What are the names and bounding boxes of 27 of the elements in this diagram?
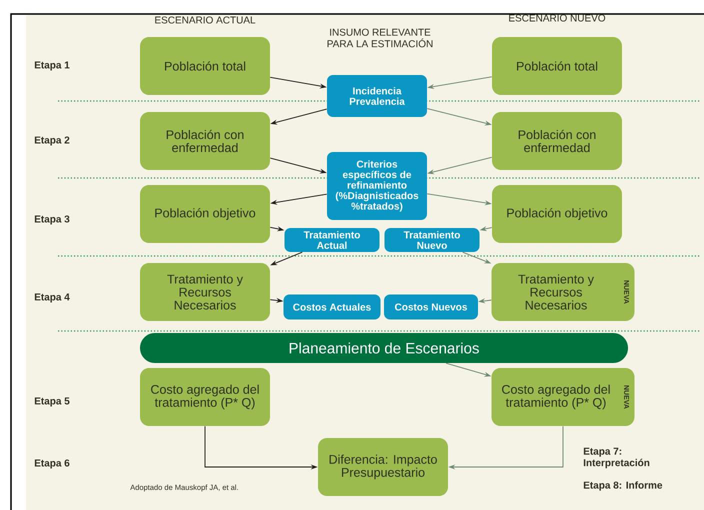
stage-label: Etapa 8: Informe <box>584 481 662 491</box>
input-box: Tratamiento Nuevo <box>384 228 480 252</box>
input-box: Tratamiento Actual <box>284 228 380 252</box>
stage-label: Etapa 1 <box>34 62 70 70</box>
stage-label: Etapa 6 <box>34 459 70 469</box>
process-box: Población total <box>492 37 622 95</box>
stage-label: Etapa 3 <box>34 215 70 225</box>
input-box: Costos Nuevos <box>384 294 478 320</box>
text-label: ESCENARIO NUEVO <box>509 14 606 22</box>
stage-label: Etapa 2 <box>34 136 70 146</box>
stage-label: Etapa 4 <box>34 294 70 302</box>
stage-label: Etapa 5 <box>34 398 70 406</box>
text-label: ESCENARIO ACTUAL <box>155 16 256 24</box>
input-box: Criterios específicos de refinamiento (%Diagnisticados %tratados) <box>327 152 427 220</box>
process-box: Tratamiento y Recursos Necesarios <box>140 263 270 321</box>
stage-label: Etapa 7: Interpretación <box>584 448 650 468</box>
process-box: Población con enfermedad <box>140 112 270 170</box>
process-box: Población objetivo <box>492 185 622 243</box>
process-box: Población con enfermedad <box>492 112 622 170</box>
process-box: Población objetivo <box>140 185 270 243</box>
process-box: Costo agregado del tratamiento (P* Q) <box>140 368 270 426</box>
process-box: Población total <box>140 37 270 95</box>
input-box: Incidencia Prevalencia <box>327 75 427 117</box>
input-box: Costos Actuales <box>284 294 380 320</box>
process-box: Diferencia: Impacto Presupuestario <box>318 438 448 496</box>
text-label: INSUMO RELEVANTE PARA LA ESTIMACIÓN <box>328 28 432 48</box>
scenario-band: Planeamiento de Escenarios <box>140 333 628 363</box>
